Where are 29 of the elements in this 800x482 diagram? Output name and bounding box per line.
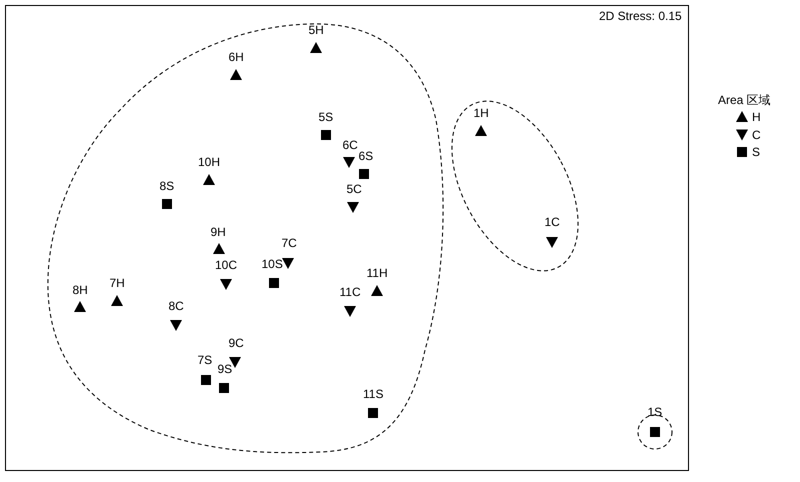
legend-label: H	[752, 110, 761, 124]
point-label: 10C	[215, 258, 238, 272]
point-label: 9C	[228, 336, 244, 350]
point-label: 8H	[72, 283, 88, 297]
legend-label: C	[752, 128, 761, 142]
point-label: 7C	[282, 236, 297, 250]
point-label: 7S	[198, 353, 212, 367]
point-label: 6S	[358, 149, 374, 163]
point-label: 11H	[366, 266, 388, 280]
legend-label: S	[752, 145, 760, 159]
point-label: 9S	[218, 362, 232, 376]
point-label: 8C	[168, 299, 184, 313]
point-label: 1S	[648, 405, 662, 419]
point-label: 6C	[342, 138, 358, 152]
point-label: 10S	[262, 257, 283, 271]
point-label: 9H	[210, 225, 226, 239]
point-label: 5C	[346, 182, 362, 196]
point-label: 5S	[318, 110, 334, 124]
legend-title: Area 区域	[718, 93, 771, 107]
stress-value: 2D Stress: 0.15	[599, 9, 682, 23]
point-label: 5H	[308, 23, 324, 37]
point-label: 10H	[198, 155, 220, 169]
point-label: 7H	[110, 276, 125, 290]
point-label: 11S	[363, 387, 384, 401]
point-label: 6H	[228, 50, 244, 64]
point-label: 8S	[160, 179, 174, 193]
point-label: 1H	[474, 106, 489, 120]
point-label: 11C	[340, 285, 361, 299]
point-label: 1C	[544, 215, 560, 229]
